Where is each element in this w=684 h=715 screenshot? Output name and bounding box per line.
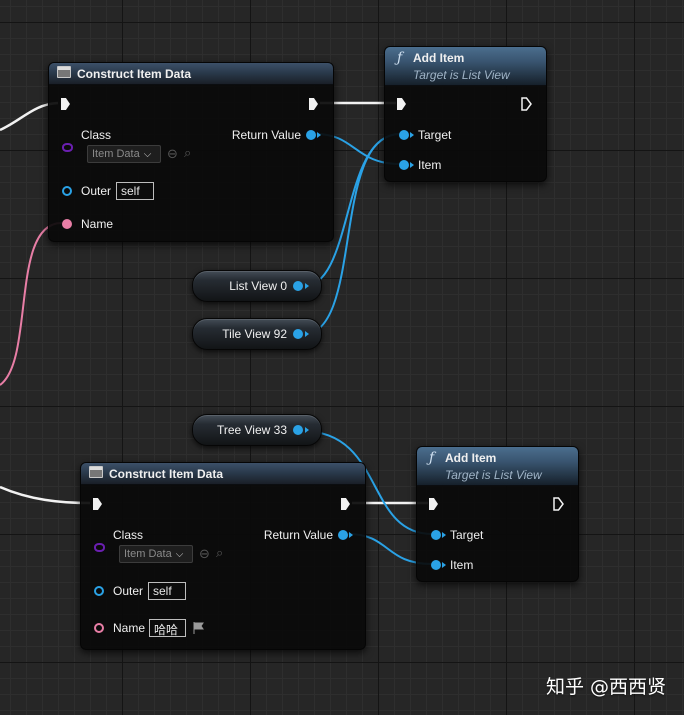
class-node-icon <box>57 66 71 78</box>
node-header: ƒ Add Item Target is List View <box>385 47 546 86</box>
chevron-down-icon: ⌵ <box>143 149 152 160</box>
exec-out-pin[interactable] <box>521 97 532 111</box>
exec-in-pin[interactable] <box>61 98 70 110</box>
target-pin-arrow <box>442 532 446 538</box>
outer-input[interactable]: self <box>148 582 186 600</box>
node-header: ƒ Add Item Target is List View <box>417 447 578 486</box>
exec-wire-in-2 <box>0 485 91 505</box>
exec-out-pin[interactable] <box>309 98 318 110</box>
localize-flag-icon[interactable] <box>193 622 204 634</box>
node-header: Construct Item Data <box>49 63 333 85</box>
browse-search-icon[interactable]: ⌕ <box>184 145 192 160</box>
item-pin[interactable] <box>431 560 441 570</box>
node-title: Construct Item Data <box>109 467 224 481</box>
tree-view-variable-node[interactable]: Tree View 33 <box>192 414 322 446</box>
item-pin[interactable] <box>399 160 409 170</box>
return-value-label: Return Value <box>263 528 333 542</box>
exec-in-pin[interactable] <box>397 98 406 110</box>
function-icon: ƒ <box>429 450 435 466</box>
item-pin-arrow <box>410 162 414 168</box>
class-pin-label: Class <box>81 128 112 142</box>
item-pin-arrow <box>442 562 446 568</box>
target-pin[interactable] <box>399 130 409 140</box>
class-pin[interactable] <box>62 143 73 152</box>
function-icon: ƒ <box>397 50 403 66</box>
chevron-down-icon: ⌵ <box>175 549 184 560</box>
exec-in-pin[interactable] <box>93 498 102 510</box>
add-item-node-1[interactable]: ƒ Add Item Target is List View Target It… <box>384 46 547 182</box>
name-pin[interactable] <box>94 623 104 633</box>
outer-label: Outer <box>113 584 144 598</box>
use-selected-icon[interactable]: ⊖ <box>199 546 210 561</box>
item-label: Item <box>418 158 442 172</box>
construct-item-data-node-2[interactable]: Construct Item Data Class Item Data⌵ ⊖ ⌕… <box>80 462 366 650</box>
node-header: Construct Item Data <box>81 463 365 485</box>
class-pin-label: Class <box>113 528 144 542</box>
variable-out-pin[interactable] <box>293 281 303 291</box>
exec-in-pin[interactable] <box>429 498 438 510</box>
tile-view-variable-node[interactable]: Tile View 92 <box>192 318 322 350</box>
variable-out-pin[interactable] <box>293 425 303 435</box>
outer-input-value: self <box>153 584 172 598</box>
target-pin-arrow <box>410 132 414 138</box>
add-item-node-2[interactable]: ƒ Add Item Target is List View Target It… <box>416 446 579 582</box>
class-dropdown-value: Item Data <box>124 548 172 560</box>
node-title: Construct Item Data <box>77 67 192 81</box>
name-string-wire <box>0 221 63 386</box>
name-input[interactable]: 哈哈 <box>149 619 186 637</box>
variable-pin-arrow <box>305 427 309 433</box>
class-dropdown[interactable]: Item Data⌵ <box>119 545 193 563</box>
return-value-label: Return Value <box>231 128 301 142</box>
outer-input[interactable]: self <box>116 182 154 200</box>
variable-pin-arrow <box>305 283 309 289</box>
outer-label: Outer <box>81 184 112 198</box>
variable-label: Tree View 33 <box>216 423 287 437</box>
variable-out-pin[interactable] <box>293 329 303 339</box>
exec-out-pin[interactable] <box>553 497 564 511</box>
list-view-variable-node[interactable]: List View 0 <box>192 270 322 302</box>
return-value-pin[interactable] <box>338 530 348 540</box>
item-label: Item <box>450 558 474 572</box>
node-title: Add Item <box>445 451 497 465</box>
return-value-arrow <box>317 132 321 138</box>
variable-label: Tile View 92 <box>222 327 287 341</box>
class-dropdown[interactable]: Item Data⌵ <box>87 145 161 163</box>
variable-pin-arrow <box>305 331 309 337</box>
tree-view-to-target-wire <box>301 430 433 535</box>
class-pin[interactable] <box>94 543 105 552</box>
return-value-pin[interactable] <box>306 130 316 140</box>
node-subtitle: Target is List View <box>413 68 510 82</box>
browse-search-icon[interactable]: ⌕ <box>216 545 224 560</box>
name-input-value: 哈哈 <box>154 623 179 637</box>
name-label: Name <box>81 217 114 231</box>
variable-label: List View 0 <box>229 279 287 293</box>
return-value-arrow <box>349 532 353 538</box>
class-node-icon <box>89 466 103 478</box>
tile-view-wire <box>301 133 401 336</box>
target-label: Target <box>450 528 484 542</box>
outer-pin[interactable] <box>62 186 72 196</box>
class-dropdown-value: Item Data <box>92 148 140 160</box>
use-selected-icon[interactable]: ⊖ <box>167 146 178 161</box>
target-pin[interactable] <box>431 530 441 540</box>
target-label: Target <box>418 128 452 142</box>
construct-item-data-node-1[interactable]: Construct Item Data Class Item Data⌵ ⊖ ⌕… <box>48 62 334 242</box>
watermark: 知乎 @西西贤 <box>545 676 666 698</box>
exec-out-pin[interactable] <box>341 498 350 510</box>
outer-input-value: self <box>121 184 140 198</box>
name-pin[interactable] <box>62 219 72 229</box>
name-label: Name <box>113 621 146 635</box>
node-title: Add Item <box>413 51 465 65</box>
node-subtitle: Target is List View <box>445 468 542 482</box>
outer-pin[interactable] <box>94 586 104 596</box>
